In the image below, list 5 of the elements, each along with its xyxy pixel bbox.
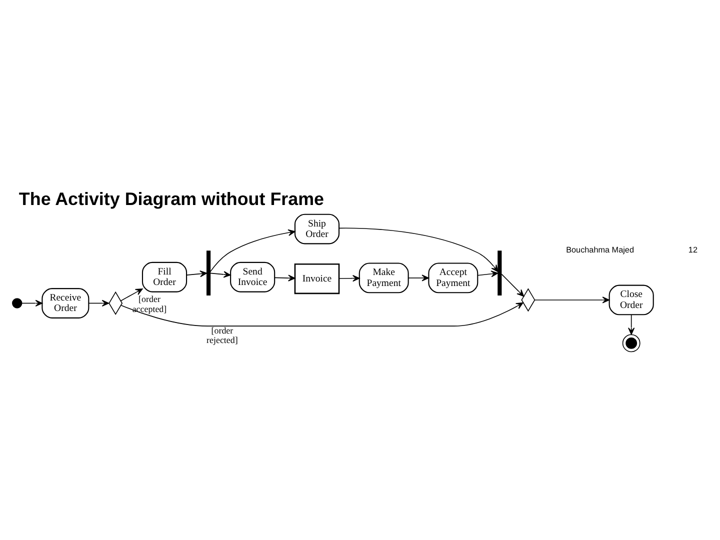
diagram-title: The Activity Diagram without Frame (18, 189, 324, 210)
label: 12 (688, 246, 698, 255)
edge-label: [order accepted] (132, 294, 167, 314)
label: Bouchahma Majed (566, 246, 634, 255)
edge-label: [order rejected] (206, 325, 238, 346)
